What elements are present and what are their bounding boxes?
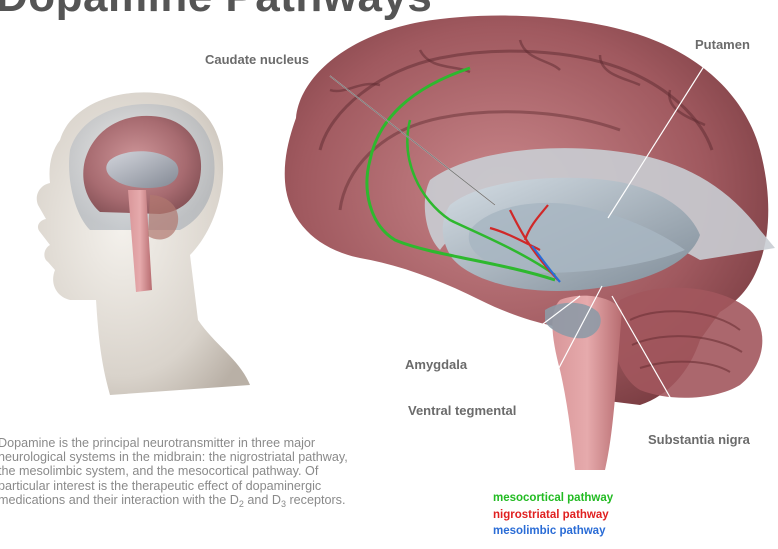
label-caudate-nucleus: Caudate nucleus [205,52,309,67]
head-illustration [37,92,250,395]
description-fragment: and D [244,493,281,507]
description-fragment: receptors. [286,493,346,507]
label-ventral-tegmental: Ventral tegmental [408,403,516,418]
brain-cross-section [285,16,775,470]
description-line: the mesolimbic system, and the mesocorti… [0,464,428,478]
legend-nigrostriatal: nigrostriatal pathway [493,507,613,524]
label-substantia-nigra: Substantia nigra [648,432,750,447]
description-line: particular interest is the therapeutic e… [0,479,428,493]
label-amygdala: Amygdala [405,357,467,372]
legend-mesocortical: mesocortical pathway [493,490,613,507]
description-line: Dopamine is the principal neurotransmitt… [0,436,428,450]
description-line: medications and their interaction with t… [0,493,428,511]
label-putamen: Putamen [695,37,750,52]
legend-mesolimbic: mesolimbic pathway [493,523,613,540]
description-text: Dopamine is the principal neurotransmitt… [0,436,428,511]
description-fragment: medications and their interaction with t… [0,493,239,507]
description-line: neurological systems in the midbrain: th… [0,450,428,464]
pathway-legend: mesocortical pathway nigrostriatal pathw… [493,490,613,540]
